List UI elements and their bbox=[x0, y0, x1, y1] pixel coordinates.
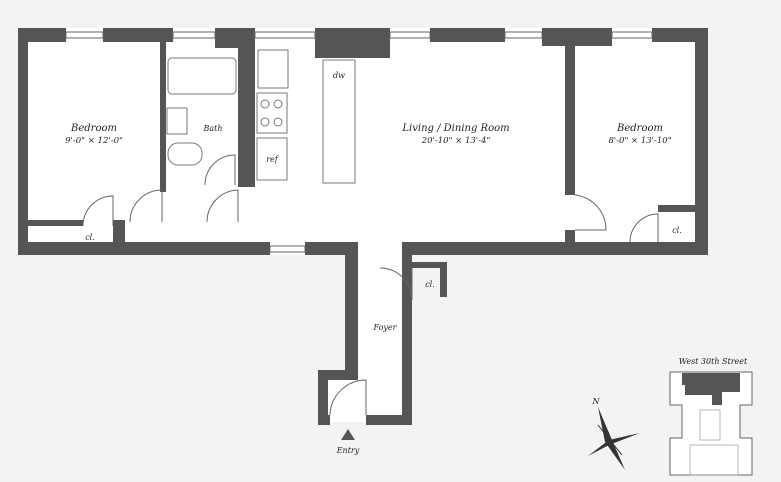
dishwasher-label: dw bbox=[333, 71, 345, 80]
floor-area bbox=[18, 28, 708, 422]
entry-label: Entry bbox=[336, 446, 360, 455]
windows bbox=[65, 31, 653, 253]
compass-icon: N bbox=[588, 397, 640, 470]
closet-label: cl. bbox=[85, 233, 95, 242]
bedroom1-label: Bedroom bbox=[70, 123, 117, 134]
living-dims: 20'-10" × 13'-4" bbox=[421, 136, 491, 146]
closet-label: cl. bbox=[672, 226, 682, 235]
bedroom1-dims: 9'-0" × 12'-0" bbox=[65, 136, 123, 146]
stove bbox=[256, 92, 288, 134]
toilet bbox=[167, 142, 203, 166]
refrigerator-label: ref bbox=[266, 155, 280, 164]
key-plan: West 30th Street bbox=[669, 357, 753, 476]
living-label: Living / Dining Room bbox=[401, 123, 509, 134]
foyer-label: Foyer bbox=[372, 323, 397, 332]
bath-label: Bath bbox=[202, 124, 222, 133]
closet-label: cl. bbox=[425, 280, 435, 289]
kitchen-sink bbox=[257, 49, 289, 89]
sink bbox=[166, 107, 188, 135]
walls bbox=[18, 28, 708, 425]
refrigerator bbox=[256, 137, 288, 181]
street-label: West 30th Street bbox=[679, 357, 748, 366]
fixtures bbox=[166, 49, 356, 184]
north-label: N bbox=[592, 397, 601, 406]
bathtub bbox=[167, 57, 237, 95]
bedroom2-dims: 8'-0" × 13'-10" bbox=[608, 136, 671, 146]
bedroom2-label: Bedroom bbox=[616, 123, 663, 134]
counter bbox=[322, 59, 356, 184]
doors bbox=[82, 154, 659, 416]
entry-arrow-icon bbox=[341, 429, 355, 440]
